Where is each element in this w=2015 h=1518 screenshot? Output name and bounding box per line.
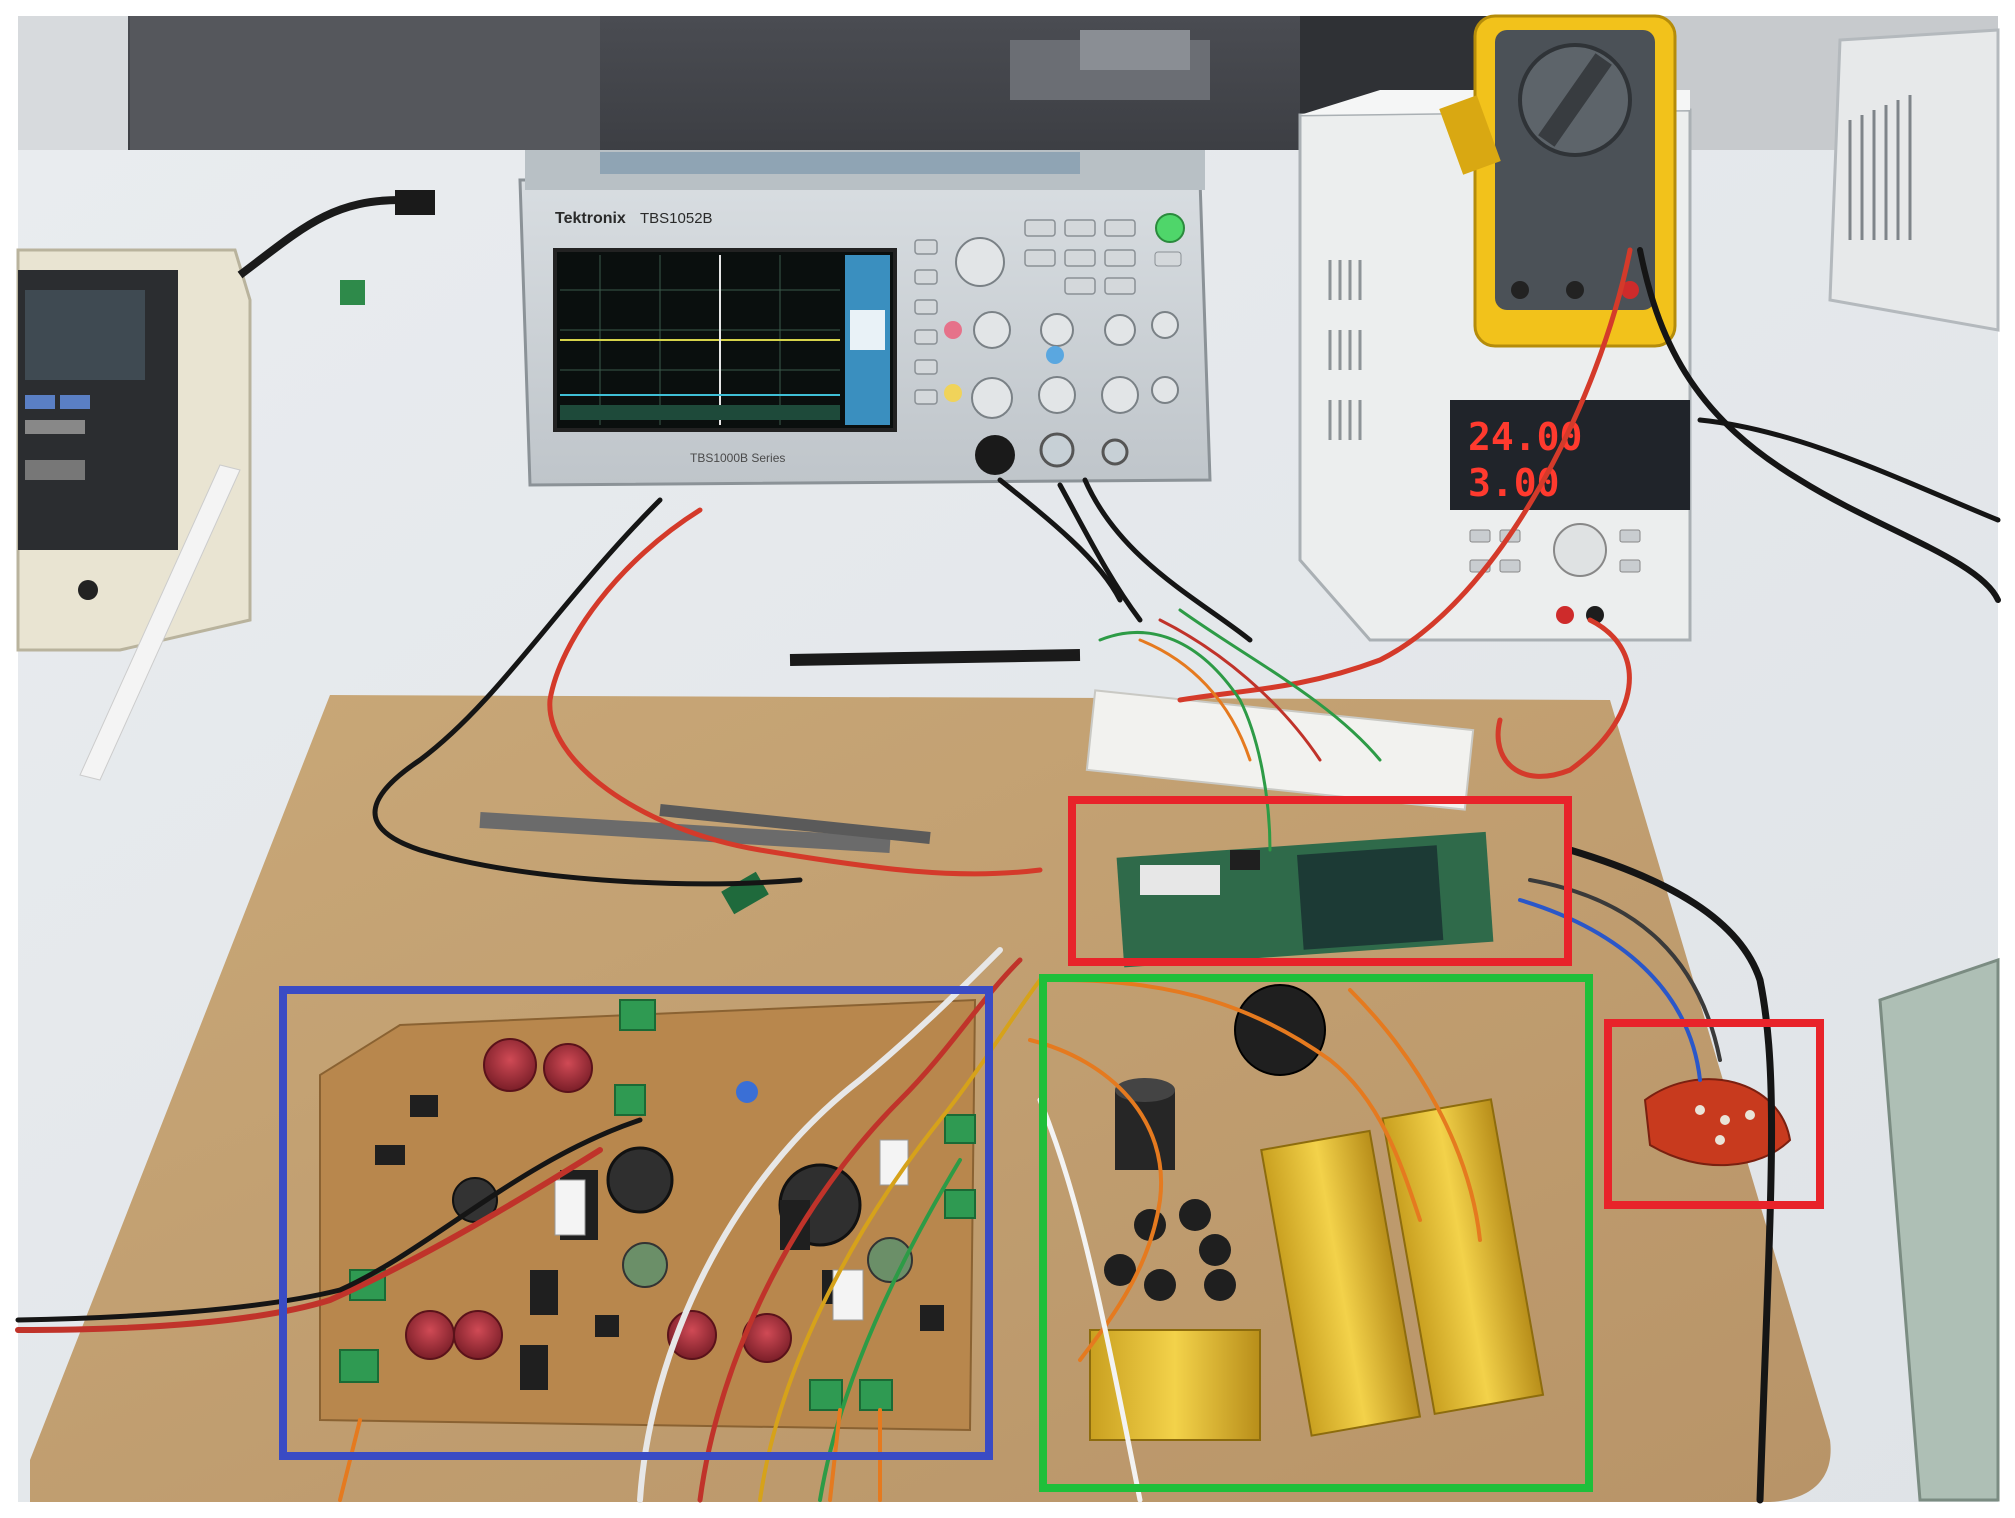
control-board	[1116, 831, 1494, 968]
handheld-multimeter	[1439, 14, 1677, 348]
power-stage-pcb	[319, 998, 977, 1432]
oscilloscope-brand: Tektronix	[555, 210, 626, 227]
oscilloscope-model: TBS1052B	[640, 210, 713, 227]
load-components	[1089, 984, 1545, 1441]
psu-current-display: 3.00	[1468, 461, 1560, 505]
oscilloscope: Tektronix TBS1052B TBS1000B Series	[518, 150, 1212, 487]
oscilloscope-series: TBS1000B Series	[690, 451, 785, 465]
power-stage-highlight-box	[279, 986, 993, 1460]
sensor-highlight-box	[1604, 1019, 1824, 1209]
left-instrument	[16, 248, 252, 652]
control-board-highlight-box	[1068, 796, 1572, 966]
load-highlight-box	[1039, 974, 1593, 1492]
